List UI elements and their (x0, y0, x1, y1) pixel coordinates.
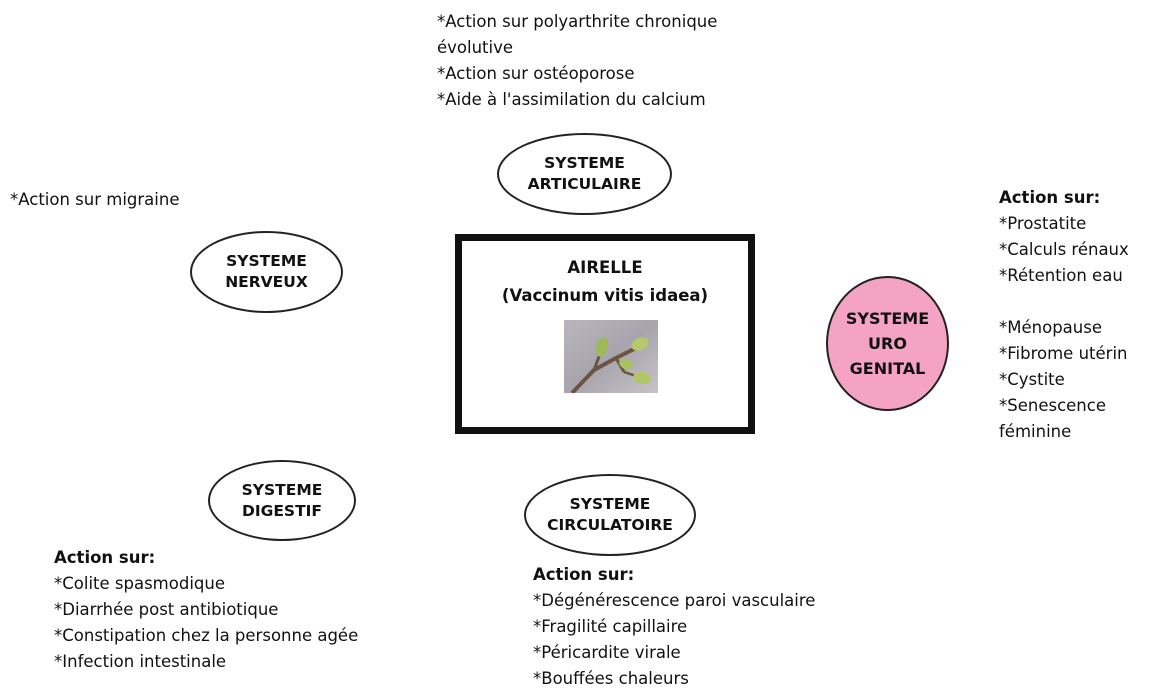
plant-bud-photo-icon (564, 320, 658, 393)
articulaire-effect: *Action sur ostéoporose (437, 64, 635, 83)
node-label: SYSTEME (544, 154, 625, 172)
digestif-effect: *Constipation chez la personne agée (54, 626, 359, 645)
uro-genital-effect: *Prostatite (999, 214, 1087, 233)
uro-genital-node: SYSTEME URO GENITAL (826, 276, 949, 411)
articulaire-effect: *Aide à l'assimilation du calcium (437, 90, 706, 109)
articulaire-node: SYSTEME ARTICULAIRE (497, 133, 672, 215)
center-box: AIRELLE (Vaccinum vitis idaea) (455, 234, 755, 434)
circulatoire-effect: *Péricardite virale (533, 643, 681, 662)
uro-genital-effect: *Calculs rénaux (999, 240, 1129, 259)
uro-genital-effect: féminine (999, 422, 1072, 441)
uro-genital-spacer (999, 289, 1129, 315)
digestif-effect: *Colite spasmodique (54, 574, 225, 593)
digestif-effect: *Infection intestinale (54, 652, 227, 671)
articulaire-effect: évolutive (437, 38, 514, 57)
node-label: DIGESTIF (241, 501, 323, 520)
digestif-heading: Action sur: (54, 548, 156, 567)
nerveux-effects: *Action sur migraine (10, 187, 179, 213)
uro-genital-effect: *Senescence (999, 396, 1106, 415)
circulatoire-effect: *Fragilité capillaire (533, 617, 688, 636)
node-label: SYSTEME (569, 495, 651, 513)
nerveux-node: SYSTEME NERVEUX (190, 231, 343, 313)
articulaire-effects: *Action sur polyarthrite chronique évolu… (437, 9, 717, 113)
circulatoire-heading: Action sur: (533, 565, 635, 584)
uro-genital-heading: Action sur: (999, 188, 1101, 207)
digestif-node: SYSTEME DIGESTIF (208, 460, 356, 541)
uro-genital-effect: *Ménopause (999, 318, 1102, 337)
node-label: GENITAL (849, 359, 926, 378)
circulatoire-effect: *Dégénérescence paroi vasculaire (533, 591, 816, 610)
center-subtitle: (Vaccinum vitis idaea) (501, 286, 709, 305)
digestif-effects: Action sur: *Colite spasmodique *Diarrhé… (54, 545, 358, 675)
circulatoire-node: SYSTEME CIRCULATOIRE (524, 474, 696, 556)
uro-genital-effects: Action sur: *Prostatite *Calculs rénaux … (999, 185, 1129, 445)
node-label: NERVEUX (225, 273, 308, 291)
node-label: ARTICULAIRE (527, 175, 642, 193)
node-label: URO (868, 334, 907, 353)
node-label: SYSTEME (226, 252, 307, 270)
uro-genital-effect: *Fibrome utérin (999, 344, 1128, 363)
center-title: AIRELLE (567, 258, 643, 277)
circulatoire-effects: Action sur: *Dégénérescence paroi vascul… (533, 562, 815, 692)
node-label: CIRCULATOIRE (547, 516, 673, 534)
nerveux-effect: *Action sur migraine (10, 190, 180, 209)
articulaire-effect: *Action sur polyarthrite chronique (437, 12, 718, 31)
uro-genital-effect: *Rétention eau (999, 266, 1123, 285)
node-label: SYSTEME (845, 309, 930, 328)
digestif-effect: *Diarrhée post antibiotique (54, 600, 279, 619)
node-label: SYSTEME (241, 480, 323, 499)
uro-genital-effect: *Cystite (999, 370, 1065, 389)
circulatoire-effect: *Bouffées chaleurs (533, 669, 689, 688)
